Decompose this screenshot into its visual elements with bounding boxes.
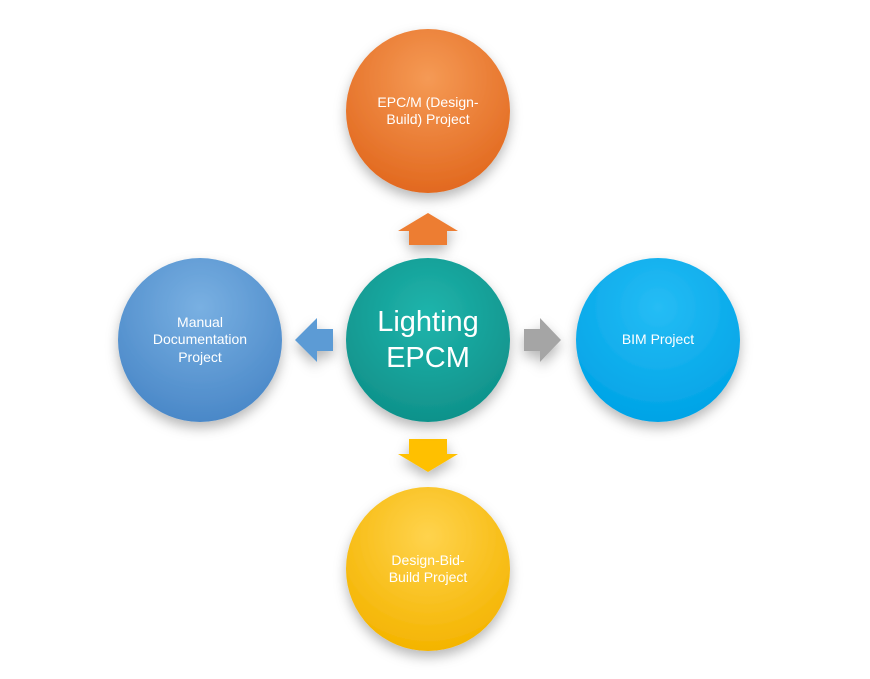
arrow-right bbox=[524, 318, 561, 362]
node-bottom-circle bbox=[346, 487, 510, 651]
node-left-circle bbox=[118, 258, 282, 422]
node-left-label: Manual Documentation Project bbox=[152, 313, 248, 365]
arrow-up bbox=[398, 213, 458, 245]
node-center-circle bbox=[346, 258, 510, 422]
node-center-label: Lighting EPCM bbox=[377, 305, 479, 374]
arrow-down bbox=[398, 439, 458, 472]
node-bottom-label: Design-Bid- Build Project bbox=[388, 551, 468, 586]
node-top-label: EPC/M (Design- Build) Project bbox=[377, 93, 479, 128]
node-top-circle bbox=[346, 29, 510, 193]
arrow-left bbox=[295, 318, 333, 362]
node-right-label: BIM Project bbox=[621, 331, 695, 348]
node-right-circle bbox=[576, 258, 740, 422]
